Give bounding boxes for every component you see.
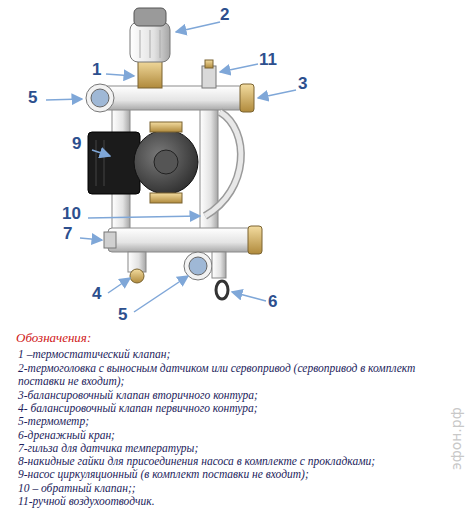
callout-number: 5: [28, 88, 37, 108]
legend-line: 9-насос циркуляционный (в комплект поста…: [18, 468, 309, 481]
callout-number: 10: [62, 204, 81, 224]
legend-line: 5-термометр;: [18, 415, 89, 428]
legend-line: 3-балансировочный клапан вторичного конт…: [18, 389, 258, 402]
legend-line: 2-термоголовка с выносным датчиком или с…: [18, 362, 438, 388]
callout-number: 4: [92, 284, 101, 304]
callout-number: 11: [259, 50, 277, 70]
legend-line: 6-дренажный кран;: [18, 429, 115, 442]
callout-number: 7: [63, 224, 72, 244]
legend-line: 1 –термостатический клапан;: [18, 348, 170, 361]
legend-line: 7-гильза для датчика температуры;: [18, 442, 198, 455]
callout-number: 3: [298, 74, 307, 94]
callout-number: 6: [268, 292, 277, 312]
callout-number: 1: [92, 60, 101, 80]
legend-heading: Обозначения:: [16, 330, 91, 346]
legend-line: 8-накидные гайки для присоединения насос…: [18, 455, 375, 468]
legend-line: 10 – обратный клапан;;: [18, 482, 136, 495]
callout-number: 9: [72, 134, 81, 154]
legend-line: 11-ручной воздухоотводчик.: [18, 495, 155, 508]
callout-number: 2: [220, 5, 229, 25]
legend-line: 4- балансировочный клапан первичного кон…: [18, 402, 258, 415]
callout-number: 5: [118, 305, 127, 325]
watermark: эфон.рф: [448, 407, 464, 470]
